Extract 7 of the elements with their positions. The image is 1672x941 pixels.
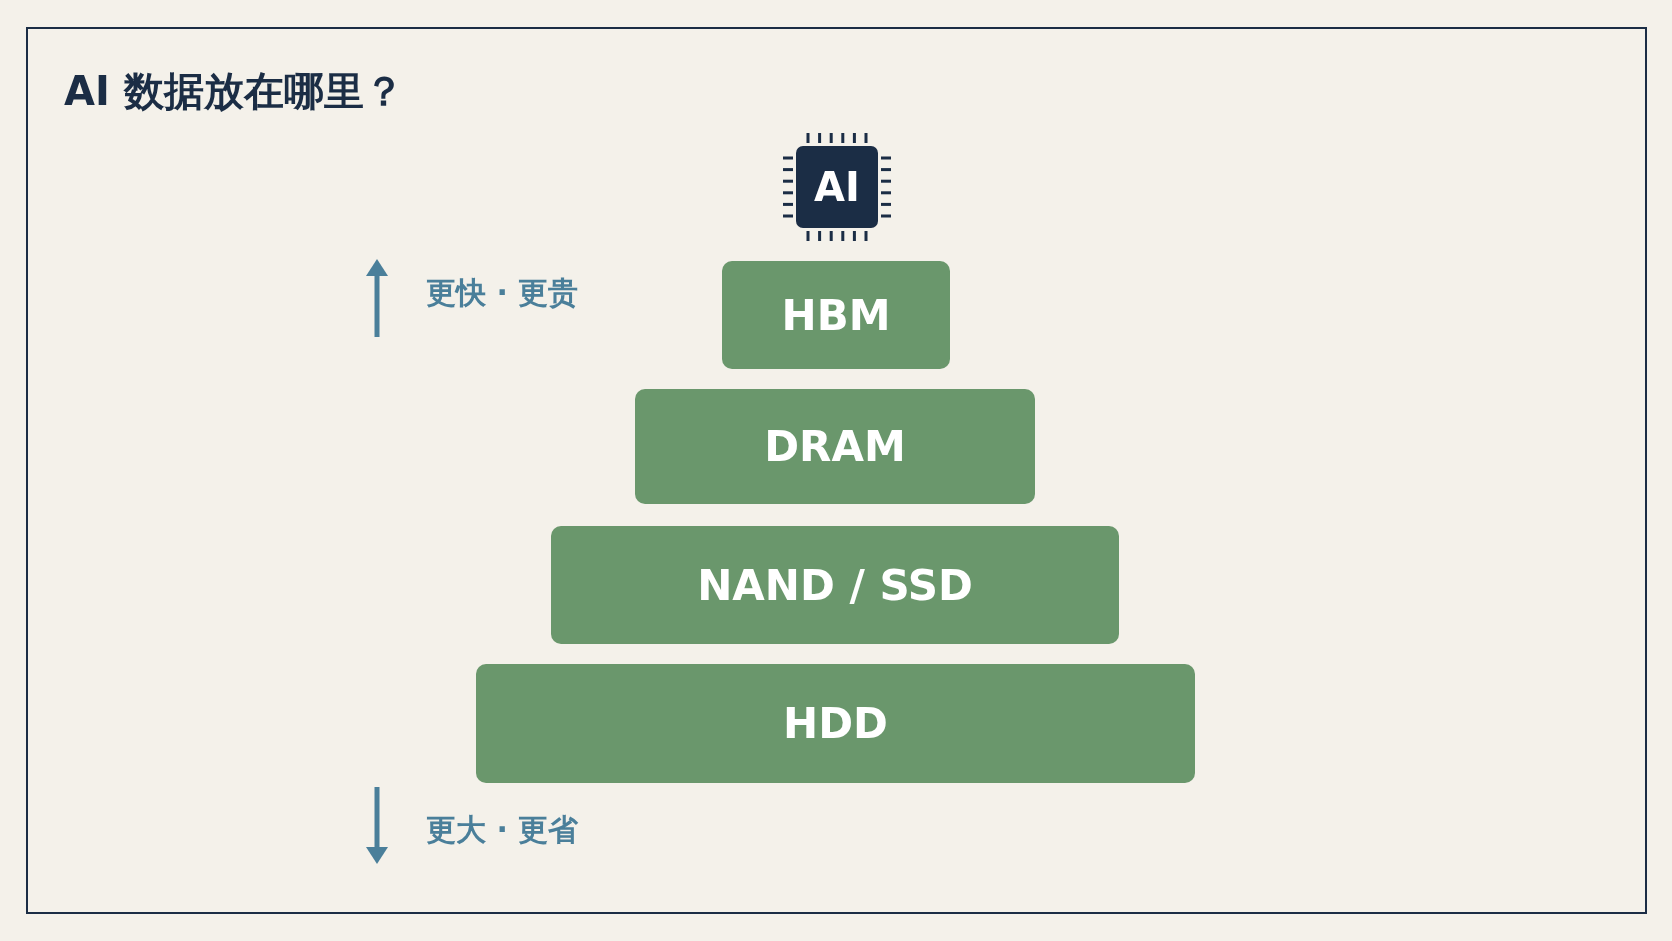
tier-box: NAND / SSD [551, 526, 1119, 644]
direction-label: 更快 · 更贵 [426, 274, 579, 312]
tier-box: HDD [476, 664, 1195, 783]
tier-box: HBM [722, 261, 950, 369]
direction-label: 更大 · 更省 [426, 811, 579, 849]
tier-box: DRAM [635, 389, 1035, 504]
title: AI 数据放在哪里？ [64, 67, 404, 116]
